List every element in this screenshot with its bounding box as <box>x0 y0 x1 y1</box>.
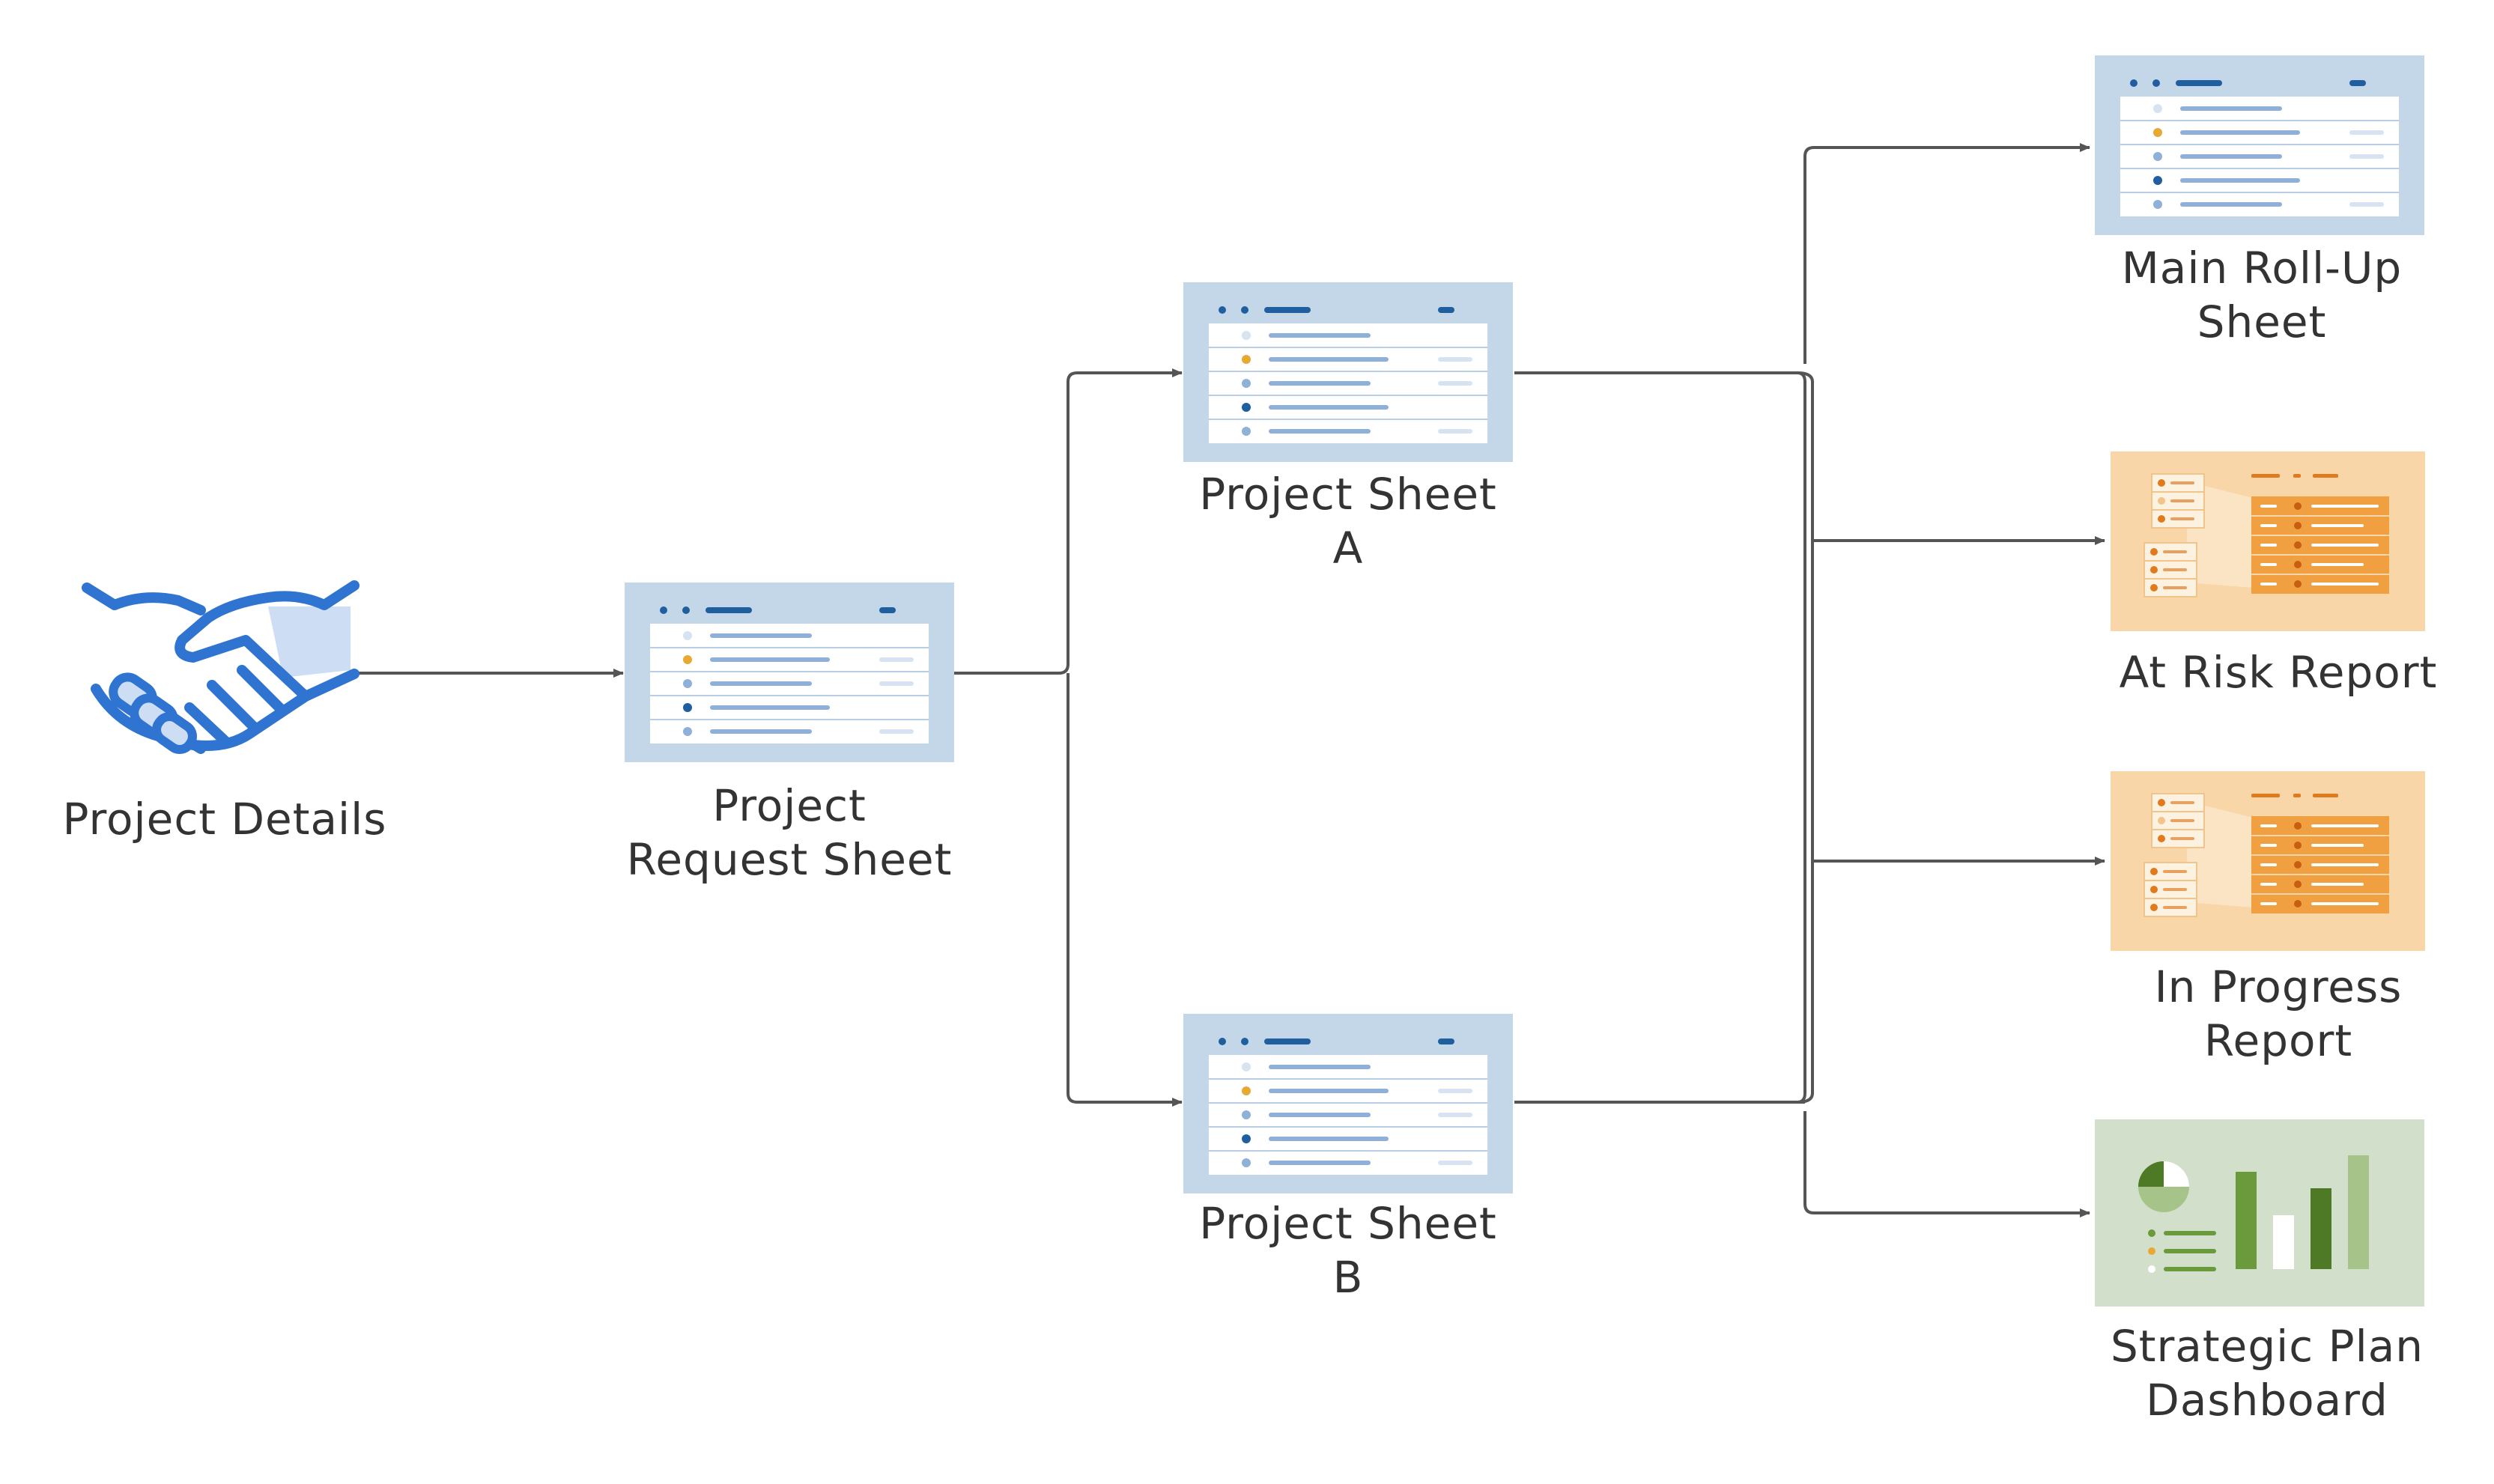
project-sheet-a-label: Project Sheet A <box>1153 467 1543 575</box>
project-details-label: Project Details <box>30 792 419 846</box>
in-progress-report-icon <box>2110 770 2426 952</box>
label-line: Project Sheet <box>1199 1198 1497 1249</box>
label-line: Project Details <box>62 794 387 845</box>
label-line: Strategic Plan <box>2110 1321 2424 1372</box>
main-rollup-sheet-icon <box>2094 55 2425 236</box>
label-line: Project Sheet <box>1199 469 1497 520</box>
bus-vertical-2 <box>1797 371 1814 1104</box>
label-line: A <box>1332 523 1364 574</box>
label-line: At Risk Report <box>2119 647 2438 698</box>
at-risk-report-label: At Risk Report <box>2084 645 2473 699</box>
at-risk-report-icon <box>2110 451 2426 632</box>
handshake-icon <box>82 580 359 754</box>
main-rollup-sheet-label: Main Roll-Up Sheet <box>2067 241 2457 349</box>
project-sheet-b-icon <box>1183 1013 1514 1194</box>
label-line: Main Roll-Up <box>2121 243 2403 294</box>
connectors <box>352 143 2105 1217</box>
project-sheet-a-icon <box>1183 282 1514 463</box>
project-sheet-b-label: Project Sheet B <box>1153 1196 1543 1304</box>
label-line: In Progress <box>2154 961 2403 1012</box>
bus-vertical-1 <box>1797 371 1806 1104</box>
label-line: Request Sheet <box>626 834 953 885</box>
in-progress-report-label: In Progress Report <box>2084 960 2473 1068</box>
edge-request-to-sheet-b <box>1067 673 1183 1107</box>
label-line: Dashboard <box>2146 1375 2388 1426</box>
project-request-sheet-label: Project Request Sheet <box>595 779 984 887</box>
edge-to-main-rollup <box>1803 143 2090 364</box>
label-line: Sheet <box>2197 297 2327 347</box>
label-line: B <box>1332 1252 1364 1303</box>
strategic-plan-dashboard-label: Strategic Plan Dashboard <box>2072 1319 2462 1427</box>
project-request-sheet-icon <box>624 582 955 763</box>
label-line: Project <box>712 780 867 831</box>
dashboard-icon <box>2095 1119 2424 1307</box>
edge-request-to-sheet-a <box>954 368 1183 675</box>
edge-to-strategic-plan <box>1803 1111 2090 1217</box>
label-line: Report <box>2203 1015 2353 1066</box>
